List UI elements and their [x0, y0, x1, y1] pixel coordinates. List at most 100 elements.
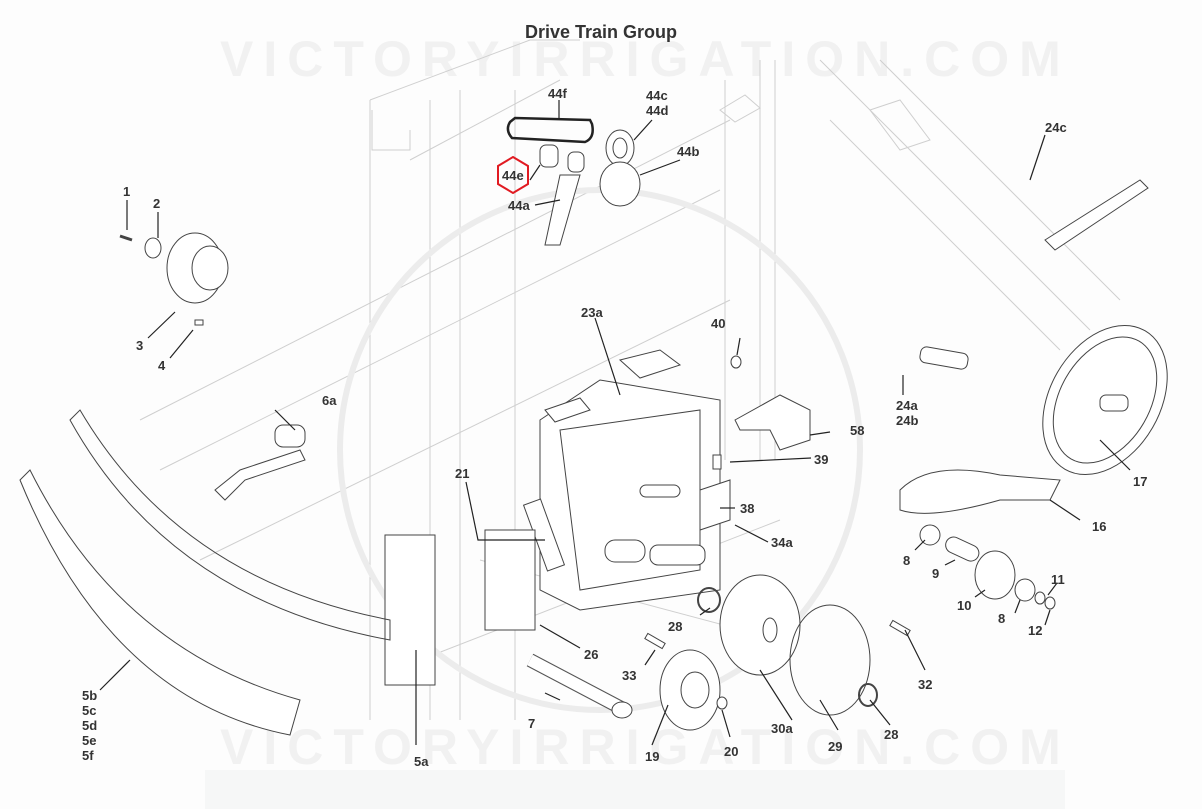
pulley-19-hub	[680, 671, 710, 709]
belt-44f	[506, 116, 594, 144]
frame-plate	[719, 94, 761, 123]
callout-24a-24b[interactable]: 24a 24b	[896, 398, 918, 428]
pulley-10	[974, 550, 1016, 600]
handle	[544, 397, 591, 423]
angled-beam	[819, 59, 1121, 351]
ring-28	[858, 683, 878, 707]
callout-58[interactable]: 58	[850, 423, 865, 438]
arm-44a	[544, 174, 581, 246]
pedal-24a	[919, 346, 969, 370]
callout-16[interactable]: 16	[1092, 519, 1107, 534]
callout-10[interactable]: 10	[957, 598, 972, 613]
wheel-hub	[1099, 394, 1129, 412]
shaft-7-body	[527, 654, 628, 716]
plate-5a	[384, 534, 436, 686]
callout-44e[interactable]: 44e	[502, 168, 524, 183]
callout-8-left[interactable]: 8	[903, 553, 911, 568]
shaft	[639, 484, 681, 498]
callout-5e: 5e	[82, 733, 97, 748]
footer-band	[205, 770, 1065, 809]
pin-32	[889, 619, 911, 637]
callout-24a: 24a	[896, 398, 918, 413]
callout-11[interactable]: 11	[1051, 572, 1065, 587]
gearbox-face	[559, 409, 701, 591]
callout-29[interactable]: 29	[828, 739, 843, 754]
callout-20[interactable]: 20	[724, 744, 739, 759]
plate-26	[484, 529, 536, 631]
spring-21	[522, 498, 566, 572]
callout-28-upper[interactable]: 28	[668, 619, 683, 634]
callout-9[interactable]: 9	[932, 566, 940, 581]
bumper-arm	[69, 409, 391, 641]
bracket-34a	[699, 479, 731, 531]
logo-watermark-ring	[337, 187, 863, 713]
ring-28	[697, 587, 721, 613]
callout-39[interactable]: 39	[814, 452, 829, 467]
callout-8-right[interactable]: 8	[998, 611, 1006, 626]
drum-bore	[762, 617, 778, 643]
pulley-bore	[612, 137, 628, 159]
callout-30a[interactable]: 30a	[771, 721, 793, 736]
arm-16	[899, 469, 1061, 514]
pulley-44b	[599, 161, 641, 207]
callout-21[interactable]: 21	[455, 466, 470, 481]
diagram-title: Drive Train Group	[524, 22, 678, 42]
callout-44c-44d[interactable]: 44c 44d	[646, 88, 668, 118]
callout-5a[interactable]: 5a	[414, 754, 429, 769]
ring-11	[1034, 591, 1046, 605]
bushing	[567, 151, 585, 173]
highlight-hexagon-44e[interactable]	[496, 156, 530, 194]
wheel-17-rim	[1052, 336, 1158, 464]
callout-38[interactable]: 38	[740, 501, 755, 516]
key-33	[644, 632, 666, 650]
callout-12[interactable]: 12	[1028, 623, 1043, 638]
callout-44c: 44c	[646, 88, 668, 103]
beam-bracket	[869, 99, 931, 151]
callout-4[interactable]: 4	[158, 358, 166, 373]
callout-5b-5f[interactable]: 5b 5c 5d 5e 5f	[82, 688, 97, 763]
callout-26[interactable]: 26	[584, 647, 599, 662]
callout-23a[interactable]: 23a	[581, 305, 603, 320]
callout-44f[interactable]: 44f	[548, 86, 567, 101]
axle-9	[945, 536, 980, 562]
callout-5f: 5f	[82, 748, 94, 763]
washer-2	[144, 237, 162, 259]
callout-44b[interactable]: 44b	[677, 144, 700, 159]
frame-post	[369, 90, 516, 720]
bracket-58	[734, 394, 811, 451]
shaft	[604, 539, 646, 563]
callout-44d: 44d	[646, 103, 669, 118]
callout-6a[interactable]: 6a	[322, 393, 337, 408]
drum-30a	[719, 574, 801, 676]
lever-6a	[214, 449, 306, 501]
spring-39	[712, 454, 722, 470]
callout-32[interactable]: 32	[918, 677, 933, 692]
hub-face	[191, 245, 229, 291]
callout-28-lower[interactable]: 28	[884, 727, 899, 742]
frame-channel	[371, 110, 411, 151]
callout-19[interactable]: 19	[645, 749, 660, 764]
bushing-44e	[539, 144, 559, 168]
callout-1[interactable]: 1	[123, 184, 131, 199]
callout-7[interactable]: 7	[528, 716, 536, 731]
leader-lines	[99, 100, 1131, 746]
ring-12	[1044, 596, 1056, 610]
callout-2[interactable]: 2	[153, 196, 161, 211]
callout-33[interactable]: 33	[622, 668, 637, 683]
callout-34a[interactable]: 34a	[771, 535, 793, 550]
callout-5d: 5d	[82, 718, 98, 733]
callout-40[interactable]: 40	[711, 316, 726, 331]
splined-shaft	[649, 544, 706, 566]
callout-44a[interactable]: 44a	[508, 198, 530, 213]
callout-17[interactable]: 17	[1133, 474, 1148, 489]
callout-24b: 24b	[896, 413, 919, 428]
axle-24c	[1044, 179, 1149, 251]
callout-3[interactable]: 3	[136, 338, 144, 353]
callout-24c[interactable]: 24c	[1045, 120, 1067, 135]
callout-5b: 5b	[82, 688, 98, 703]
clip-20	[716, 696, 728, 710]
key-4	[194, 319, 204, 326]
pin-1	[119, 234, 133, 242]
lever-6a-sleeve	[274, 424, 306, 448]
